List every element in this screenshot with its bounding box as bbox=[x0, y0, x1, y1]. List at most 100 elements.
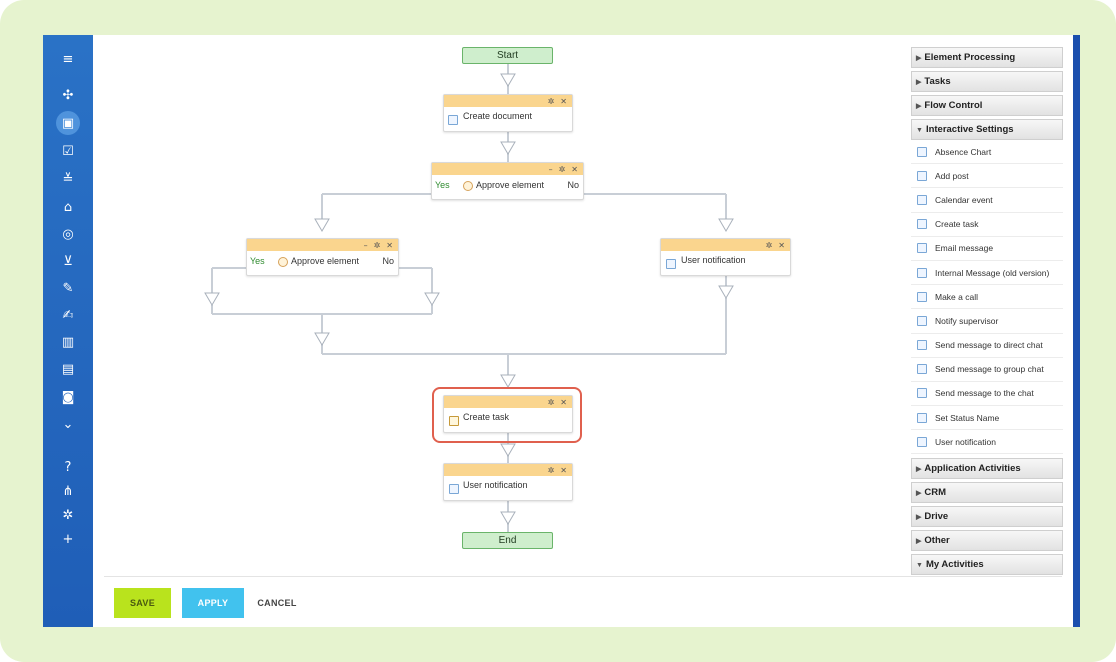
minimize-icon[interactable]: – bbox=[363, 240, 368, 250]
flow-arrow bbox=[500, 374, 516, 388]
activity-user-notification[interactable]: User notification bbox=[911, 430, 1063, 455]
node-label: User notification bbox=[681, 255, 746, 265]
settings-icon[interactable]: ✲ bbox=[547, 397, 555, 407]
node-header: ✲ ✕ bbox=[444, 464, 572, 476]
box-icon[interactable]: ◙ bbox=[61, 389, 75, 405]
activity-make-a-call[interactable]: Make a call bbox=[911, 285, 1063, 310]
user-notification-node-right[interactable]: ✲ ✕ User notification bbox=[660, 238, 791, 276]
plus-icon[interactable]: + bbox=[62, 531, 74, 547]
message-icon bbox=[917, 388, 927, 399]
save-button[interactable]: SAVE bbox=[114, 588, 171, 618]
approve-element-node-top[interactable]: – ✲ ✕ Yes Approve element No bbox=[431, 162, 584, 200]
node-label: Approve element bbox=[291, 256, 360, 266]
section-tasks[interactable]: ▶Tasks bbox=[911, 71, 1063, 92]
hierarchy-icon[interactable]: ⋔ bbox=[62, 483, 74, 499]
section-other[interactable]: ▶Other bbox=[911, 530, 1063, 552]
cart-icon[interactable]: ⊻ bbox=[63, 253, 73, 269]
activity-absence-chart[interactable]: Absence Chart bbox=[911, 140, 1063, 165]
interactive-settings-list: Absence Chart Add post Calendar event Cr… bbox=[911, 140, 1063, 455]
section-interactive-settings[interactable]: ▼Interactive Settings bbox=[911, 119, 1063, 140]
robot-icon[interactable]: ▣ bbox=[56, 111, 80, 135]
activity-send-direct-chat[interactable]: Send message to direct chat bbox=[911, 333, 1063, 358]
target-icon[interactable]: ◎ bbox=[62, 226, 74, 242]
caret-right-icon: ▶ bbox=[916, 514, 922, 522]
section-drive[interactable]: ▶Drive bbox=[911, 506, 1063, 528]
email-icon bbox=[917, 243, 927, 254]
create-document-node[interactable]: ✲ ✕ Create document bbox=[443, 94, 573, 132]
caret-down-icon: ▼ bbox=[916, 127, 923, 134]
signature-icon[interactable]: ✍ bbox=[62, 307, 74, 323]
close-icon[interactable]: ✕ bbox=[778, 240, 785, 250]
node-header: ✲ ✕ bbox=[661, 239, 790, 251]
start-node[interactable]: Start bbox=[462, 47, 553, 64]
activity-notify-supervisor[interactable]: Notify supervisor bbox=[911, 309, 1063, 334]
section-application-activities[interactable]: ▶Application Activities bbox=[911, 458, 1063, 480]
node-header: – ✲ ✕ bbox=[247, 239, 398, 251]
caret-down-icon: ▼ bbox=[916, 562, 923, 570]
cancel-button[interactable]: CANCEL bbox=[252, 588, 302, 618]
left-sidebar: ≡ ✣ ▣ ☑ ≚ ⌂ ◎ ⊻ ✎ ✍ ▥ ▤ ◙ ⌄ ? ⋔ ✲ + bbox=[43, 35, 93, 627]
close-icon[interactable]: ✕ bbox=[560, 96, 567, 106]
flow-arrow bbox=[500, 141, 516, 155]
settings-icon[interactable]: ✲ bbox=[547, 96, 555, 106]
minimize-icon[interactable]: – bbox=[548, 164, 553, 174]
activity-send-to-chat[interactable]: Send message to the chat bbox=[911, 381, 1063, 407]
settings-icon[interactable]: ✲ bbox=[765, 240, 773, 250]
node-label: Create document bbox=[463, 111, 533, 121]
edit-document-icon[interactable]: ✎ bbox=[62, 280, 74, 296]
document-icon bbox=[448, 115, 458, 125]
activity-send-group-chat[interactable]: Send message to group chat bbox=[911, 357, 1063, 382]
checkbox-icon[interactable]: ☑ bbox=[62, 143, 74, 159]
caret-right-icon: ▶ bbox=[916, 103, 922, 110]
no-branch-label: No bbox=[382, 256, 394, 266]
gear-icon[interactable]: ✲ bbox=[62, 507, 74, 523]
activity-create-task[interactable]: Create task bbox=[911, 212, 1063, 237]
window-right-edge bbox=[1073, 35, 1080, 627]
approve-element-node-left[interactable]: – ✲ ✕ Yes Approve element No bbox=[246, 238, 399, 276]
speech-bubble-icon bbox=[917, 170, 927, 181]
flow-arrow bbox=[204, 292, 220, 306]
settings-icon[interactable]: ✲ bbox=[547, 465, 555, 475]
phone-icon bbox=[917, 291, 927, 302]
activity-add-post[interactable]: Add post bbox=[911, 164, 1063, 189]
caret-right-icon: ▶ bbox=[916, 466, 922, 474]
apply-button[interactable]: APPLY bbox=[182, 588, 244, 618]
checkmark-icon bbox=[917, 412, 927, 423]
section-flow-control[interactable]: ▶Flow Control bbox=[911, 95, 1063, 116]
close-icon[interactable]: ✕ bbox=[571, 164, 578, 174]
menu-icon[interactable]: ≡ bbox=[62, 51, 74, 67]
bar-chart-icon[interactable]: ▥ bbox=[61, 334, 75, 350]
flow-arrow bbox=[424, 292, 440, 306]
flow-arrow bbox=[314, 332, 330, 346]
activity-set-status-name[interactable]: Set Status Name bbox=[911, 406, 1063, 431]
activity-calendar-event[interactable]: Calendar event bbox=[911, 188, 1063, 213]
close-icon[interactable]: ✕ bbox=[560, 397, 567, 407]
section-element-processing[interactable]: ▶Element Processing bbox=[911, 47, 1063, 68]
close-icon[interactable]: ✕ bbox=[560, 465, 567, 475]
user-notification-node-bottom[interactable]: ✲ ✕ User notification bbox=[443, 463, 573, 501]
end-node[interactable]: End bbox=[462, 532, 553, 549]
activity-email-message[interactable]: Email message bbox=[911, 236, 1063, 261]
section-my-activities[interactable]: ▼My Activities bbox=[911, 554, 1063, 576]
yes-branch-label: Yes bbox=[435, 180, 450, 190]
yes-branch-label: Yes bbox=[250, 256, 265, 266]
close-icon[interactable]: ✕ bbox=[386, 240, 393, 250]
filter-icon[interactable]: ≚ bbox=[62, 171, 74, 187]
help-icon[interactable]: ? bbox=[64, 459, 72, 475]
approve-icon bbox=[278, 257, 288, 267]
bank-icon[interactable]: ⌂ bbox=[63, 199, 73, 215]
contact-card-icon[interactable]: ▤ bbox=[61, 361, 75, 377]
chevron-down-icon[interactable]: ⌄ bbox=[62, 416, 74, 432]
settings-icon[interactable]: ✲ bbox=[373, 240, 381, 250]
flow-connectors bbox=[204, 64, 734, 532]
section-crm[interactable]: ▶CRM bbox=[911, 482, 1063, 504]
network-icon[interactable]: ✣ bbox=[62, 87, 74, 103]
calendar-icon bbox=[917, 194, 927, 205]
settings-icon[interactable]: ✲ bbox=[558, 164, 566, 174]
caret-right-icon: ▶ bbox=[916, 538, 922, 546]
node-label: User notification bbox=[463, 480, 528, 490]
activity-internal-message[interactable]: Internal Message (old version) bbox=[911, 260, 1063, 286]
create-task-node[interactable]: ✲ ✕ Create task bbox=[443, 395, 573, 433]
flow-arrow bbox=[314, 218, 330, 232]
selection-highlight bbox=[432, 387, 582, 443]
